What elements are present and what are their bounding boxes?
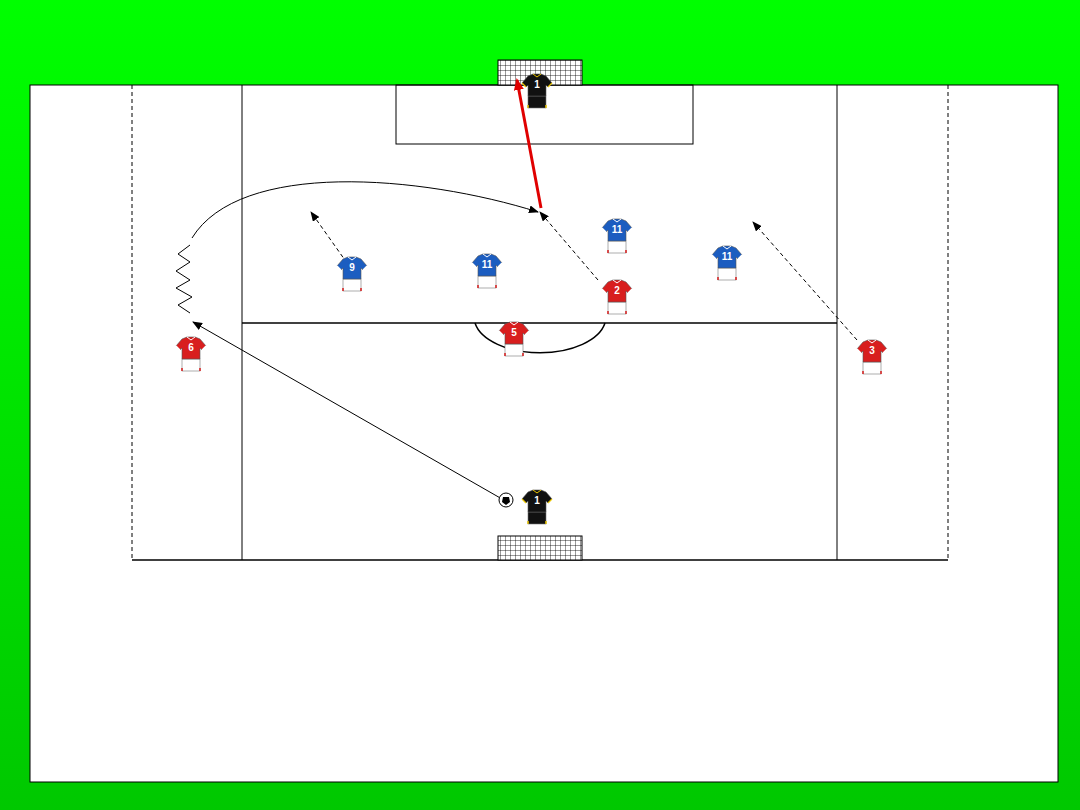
jersey-number: 11	[607, 224, 627, 236]
player-jersey	[522, 490, 552, 524]
player-jersey	[712, 246, 742, 280]
jersey-number: 11	[477, 259, 497, 271]
cross-arrow	[192, 182, 538, 238]
jersey-number: 1	[527, 495, 547, 507]
player-jersey	[602, 280, 632, 314]
run-arrow	[311, 212, 347, 263]
player-jersey	[176, 337, 206, 371]
goal-net	[498, 536, 582, 560]
run-arrow	[753, 222, 857, 340]
run-arrow	[540, 212, 598, 280]
jersey-number: 1	[527, 79, 547, 91]
jersey-number: 2	[607, 285, 627, 297]
pass-arrow	[193, 322, 502, 499]
halfway-line	[242, 322, 837, 324]
dribble-line	[176, 245, 192, 313]
jersey-number: 3	[862, 345, 882, 357]
center-arc	[475, 323, 605, 353]
player-jersey	[602, 219, 632, 253]
board	[30, 85, 1058, 782]
player-jersey	[499, 322, 529, 356]
ball	[499, 493, 513, 507]
side-line	[132, 85, 133, 560]
player-jersey	[337, 257, 367, 291]
jersey-number: 5	[504, 327, 524, 339]
player-jersey	[857, 340, 887, 374]
jersey-number: 11	[717, 251, 737, 263]
player-jersey	[522, 74, 552, 108]
jersey-number: 9	[342, 262, 362, 274]
side-line	[948, 85, 949, 560]
player-jersey	[472, 254, 502, 288]
jersey-number: 6	[181, 342, 201, 354]
